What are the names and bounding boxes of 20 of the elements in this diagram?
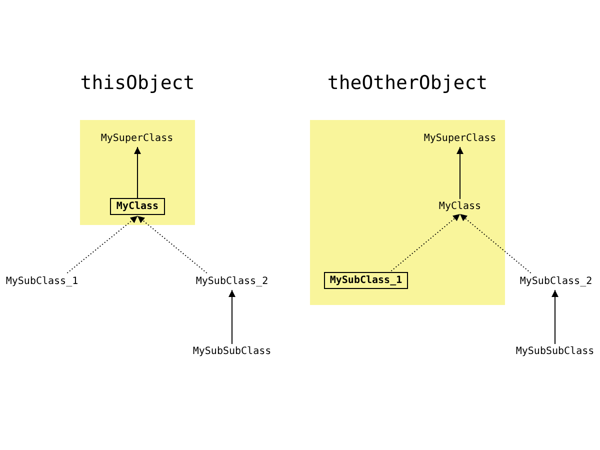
dotted-arrow <box>390 214 460 272</box>
class-label: MyClass <box>430 199 490 213</box>
arrow <box>456 146 464 200</box>
dotted-arrow <box>460 214 532 274</box>
class-label: MySubClass_2 <box>514 274 598 288</box>
class-label: MySubClass_1 <box>0 274 84 288</box>
class-label: MySuperClass <box>420 131 500 145</box>
object-title: thisObject <box>79 72 196 94</box>
class-label: MySuperClass <box>97 131 177 145</box>
dotted-arrow <box>66 216 138 274</box>
arrow <box>134 146 141 198</box>
arrow <box>228 290 236 344</box>
class-label: MySubSubClass <box>188 344 276 358</box>
arrow <box>552 290 558 344</box>
object-title: theOtherObject <box>326 72 489 94</box>
class-label: MySubClass_2 <box>190 274 274 288</box>
class-label: MySubSubClass <box>511 344 599 358</box>
dotted-arrow <box>137 216 208 274</box>
current-class-box: MySubClass_1 <box>324 272 408 289</box>
current-class-box: MyClass <box>110 198 165 215</box>
